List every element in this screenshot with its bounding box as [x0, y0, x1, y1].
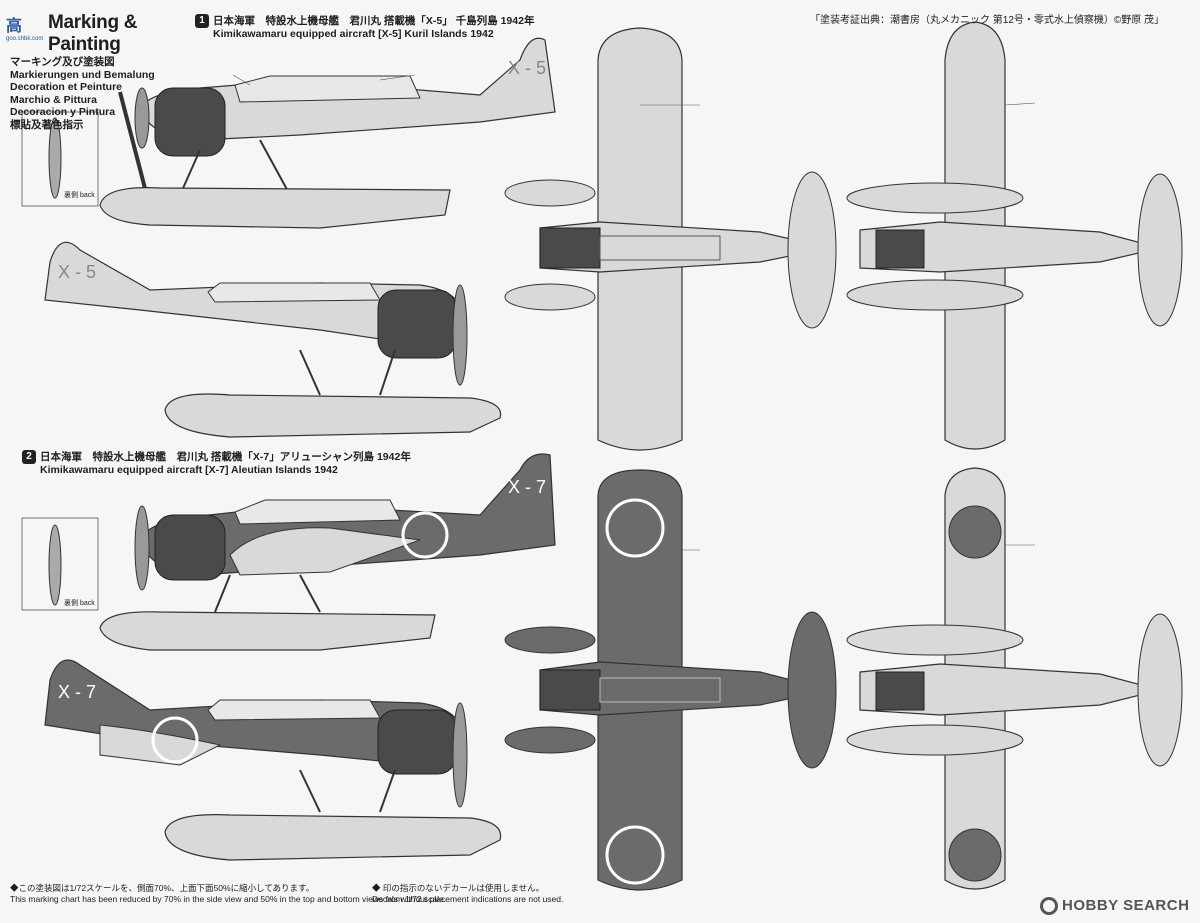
footnote-decals: ◆ 印の指示のないデカールは使用しません。 Decals without pla… [372, 883, 563, 904]
scheme2-top-view [504, 469, 837, 891]
svg-text:X - 7: X - 7 [58, 682, 96, 702]
source-credit: 「塗装考証出典：潮書房（丸メカニック 第12号・零式水上偵察機）©野原 茂」 [810, 15, 1165, 26]
svg-text:X - 7: X - 7 [508, 477, 546, 497]
scheme2-side-left: X - 7 [44, 659, 502, 861]
scheme1-bottom-view [846, 21, 1183, 450]
corner-logo: 高 goo.shbk.com [6, 12, 43, 42]
scheme1-top-view [504, 27, 837, 451]
subtitle-list: マーキング及び塗装図 Markierungen und Bemalung Dec… [10, 56, 175, 131]
scheme1-prop-inset [21, 111, 99, 207]
scheme1-title-jp: 日本海軍 特設水上機母艦 君川丸 搭載機「X-5」 千島列島 1942年 [213, 14, 535, 27]
svg-text:X - 5: X - 5 [58, 262, 96, 282]
scheme1-side-left: X - 5 [44, 241, 502, 438]
svg-text:X - 5: X - 5 [508, 58, 546, 78]
decal-callouts [232, 74, 1036, 551]
scheme1-number-badge: 1 [195, 14, 209, 28]
hobbysearch-logo-icon [1040, 897, 1058, 916]
footnote-scale-en: This marking chart has been reduced by 7… [10, 893, 447, 904]
footnote-decals-en: Decals without placement indications are… [372, 893, 564, 904]
scheme1-title: 1 日本海軍 特設水上機母艦 君川丸 搭載機「X-5」 千島列島 1942年 Ki… [195, 14, 534, 41]
watermark-text: HOBBY SEARCH [1062, 897, 1190, 914]
inset2-back-label: 裏側 back [64, 600, 95, 607]
scheme2-prop-inset [21, 517, 99, 611]
subtitle-line: マーキング及び塗装図 [10, 56, 115, 68]
scheme1-title-en: Kimikawamaru equipped aircraft [X-5] Kur… [213, 28, 494, 40]
scheme2-side-right: X - 7 [99, 453, 556, 651]
scheme2-bottom-view [846, 467, 1183, 890]
scheme1-side-right: X - 5 [99, 37, 556, 229]
scheme2-title: 2 日本海軍 特設水上機母艦 君川丸 搭載機「X-7」アリューシャン列島 1942… [22, 450, 411, 477]
subtitle-line: Decoration et Peinture [10, 81, 123, 93]
corner-logo-url: goo.shbk.com [6, 36, 44, 42]
subtitle-line: Marchio & Pittura [10, 93, 97, 106]
page-title: Marking & Painting [48, 12, 138, 55]
subtitle-line: 標貼及著色指示 [10, 118, 84, 131]
scheme2-title-en: Kimikawamaru equipped aircraft [X-7] Ale… [40, 464, 338, 476]
scheme2-title-jp: 日本海軍 特設水上機母艦 君川丸 搭載機「X-7」アリューシャン列島 1942年 [40, 450, 411, 463]
scheme2-number-badge: 2 [22, 450, 36, 464]
footnote-scale-jp: ◆この塗装図は1/72スケールを、側面70%、上面下面50%に縮小してあります。 [10, 883, 315, 893]
inset1-back-label: 裏側 back [64, 192, 95, 199]
footnote-scale: ◆この塗装図は1/72スケールを、側面70%、上面下面50%に縮小してあります。… [10, 883, 446, 904]
subtitle-line: Markierungen und Bemalung [10, 68, 155, 81]
corner-logo-mark: 高 [6, 18, 23, 35]
footnote-decals-jp: ◆ 印の指示のないデカールは使用しません。 [372, 883, 545, 893]
header: Marking & Painting マーキング及び塗装図 Markierung… [10, 12, 175, 131]
subtitle-line: Decoracion y Pintura [10, 106, 116, 118]
watermark: HOBBY SEARCH [1040, 897, 1190, 916]
